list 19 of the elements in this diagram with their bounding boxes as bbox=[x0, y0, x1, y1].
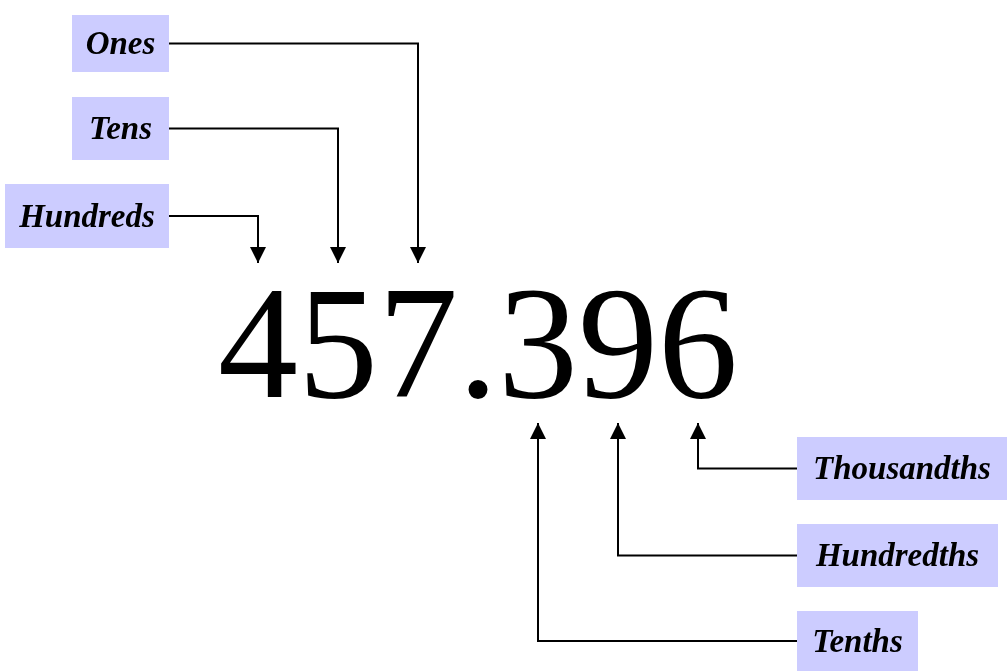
digit: 6 bbox=[658, 263, 738, 423]
digit: 5 bbox=[298, 263, 378, 423]
digit: 9 bbox=[578, 263, 658, 423]
leader-arrow bbox=[610, 422, 798, 557]
leader-arrow bbox=[530, 422, 798, 642]
digit: 3 bbox=[498, 263, 578, 423]
place-value-label: Tens bbox=[72, 97, 169, 160]
leader-arrow bbox=[168, 127, 346, 264]
leader-arrow bbox=[690, 422, 798, 470]
decimal-point: . bbox=[458, 263, 498, 423]
digit: 7 bbox=[378, 263, 458, 423]
digit: 4 bbox=[218, 263, 298, 423]
place-value-label: Hundreds bbox=[5, 184, 169, 248]
place-value-label: Ones bbox=[72, 15, 169, 72]
leader-arrow bbox=[168, 42, 426, 264]
place-value-label: Hundredths bbox=[797, 524, 998, 587]
place-value-label: Thousandths bbox=[797, 437, 1007, 500]
place-value-label: Tenths bbox=[797, 611, 918, 671]
leader-arrow bbox=[168, 215, 266, 264]
